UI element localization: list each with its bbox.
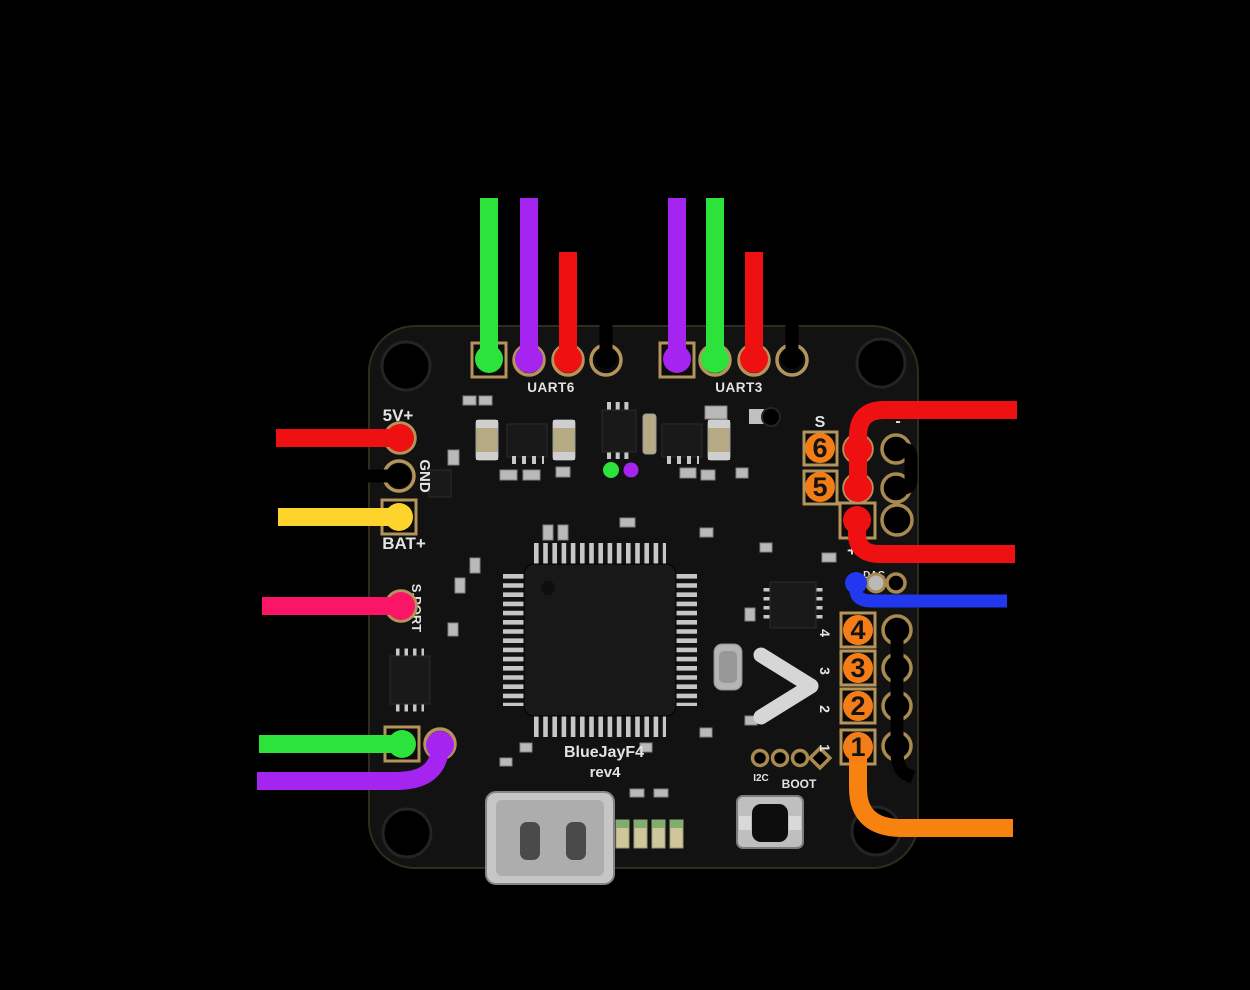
wire-motor1-orange (849, 750, 1013, 837)
mcu-chip (503, 543, 697, 737)
wire-end-dot (843, 506, 871, 534)
motor1-silk: 1 (817, 744, 833, 752)
motor3-silk: 3 (817, 667, 833, 675)
wire-end-dot (886, 695, 908, 717)
mounting-hole-top-right (855, 337, 907, 389)
wire-end-dot (385, 503, 413, 531)
plus-mark: + (847, 541, 857, 560)
boot-label: BOOT (782, 777, 817, 791)
mounting-hole-bottom-left (381, 807, 433, 859)
voltage-regulator-cluster-right (642, 413, 731, 464)
v-logo (753, 647, 819, 725)
wire-end-dot (387, 592, 415, 620)
badge-2 (843, 691, 873, 721)
badge-5-number: 5 (812, 472, 827, 502)
wire-end-dot (663, 345, 691, 373)
pin-number-badges: 6 5 4 3 2 1 (805, 433, 873, 762)
badge-6-number: 6 (812, 433, 827, 463)
dac-pad (865, 572, 887, 594)
wire-end-dot (885, 438, 907, 460)
badge-6 (805, 433, 835, 463)
status-leds (615, 819, 684, 849)
green-indicator-dot (603, 462, 619, 478)
motor2-silk: 2 (817, 705, 833, 713)
board-revision: rev4 (590, 764, 622, 781)
aux-pad-hole (749, 407, 781, 427)
minus-mark-2: - (895, 413, 900, 430)
gyro-ic (763, 581, 823, 629)
voltage-regulator-cluster-left (475, 419, 576, 464)
wire-end-dot (554, 345, 582, 373)
crystal-oscillator (713, 643, 743, 691)
badge-3 (843, 653, 873, 683)
motor4-silk: 4 (817, 629, 833, 637)
gnd-label: GND (416, 459, 433, 493)
wire-end-dot (886, 619, 908, 641)
badge-5 (805, 472, 835, 502)
bat-label: BAT+ (382, 534, 426, 553)
uart6-label: UART6 (527, 380, 575, 395)
wires (257, 198, 1017, 837)
wire-end-dot (475, 345, 503, 373)
wire-end-dot (515, 345, 543, 373)
wire-end-dot (386, 424, 414, 452)
wire-end-dot (595, 347, 617, 369)
wire-end-dot (387, 464, 411, 488)
wire-vplus-red (848, 520, 1015, 563)
s-column-label: S (815, 414, 826, 431)
usb-connector (485, 791, 615, 885)
i2c-pads (750, 745, 833, 771)
i2c-label: I2C (753, 773, 769, 784)
badge-4 (843, 615, 873, 645)
wire-end-dot (845, 572, 867, 594)
badge-2-number: 2 (850, 691, 865, 721)
mcu-pin1-dot (541, 581, 555, 595)
soic8-ic-left (389, 648, 431, 712)
badge-1-number: 1 (850, 732, 865, 762)
mounting-hole-top-left (380, 340, 432, 392)
wire-end-dot (426, 731, 454, 759)
purple-indicator-dot (623, 462, 639, 478)
wire-end-dot (388, 730, 416, 758)
smd-components (428, 395, 837, 798)
wire-end-dot (781, 347, 803, 369)
wire-end-dot (701, 345, 729, 373)
wire-end-dot (885, 477, 907, 499)
badge-3-number: 3 (850, 653, 865, 683)
wire-end-dot (886, 657, 908, 679)
boot-button (736, 795, 804, 849)
wire-end-dot (844, 435, 872, 463)
board-name: BlueJayF4 (564, 744, 644, 761)
uart3-label: UART3 (715, 380, 763, 395)
flight-controller-board: BlueJayF4 rev4 I2C BOOT (368, 325, 919, 885)
wire-end-dot (844, 474, 872, 502)
wire-end-dot (740, 345, 768, 373)
soic8-ic-top (601, 402, 637, 459)
wire-end-dot (886, 735, 908, 757)
badge-1 (843, 732, 873, 762)
5v-label: 5V+ (383, 406, 414, 425)
badge-4-number: 4 (850, 615, 865, 645)
